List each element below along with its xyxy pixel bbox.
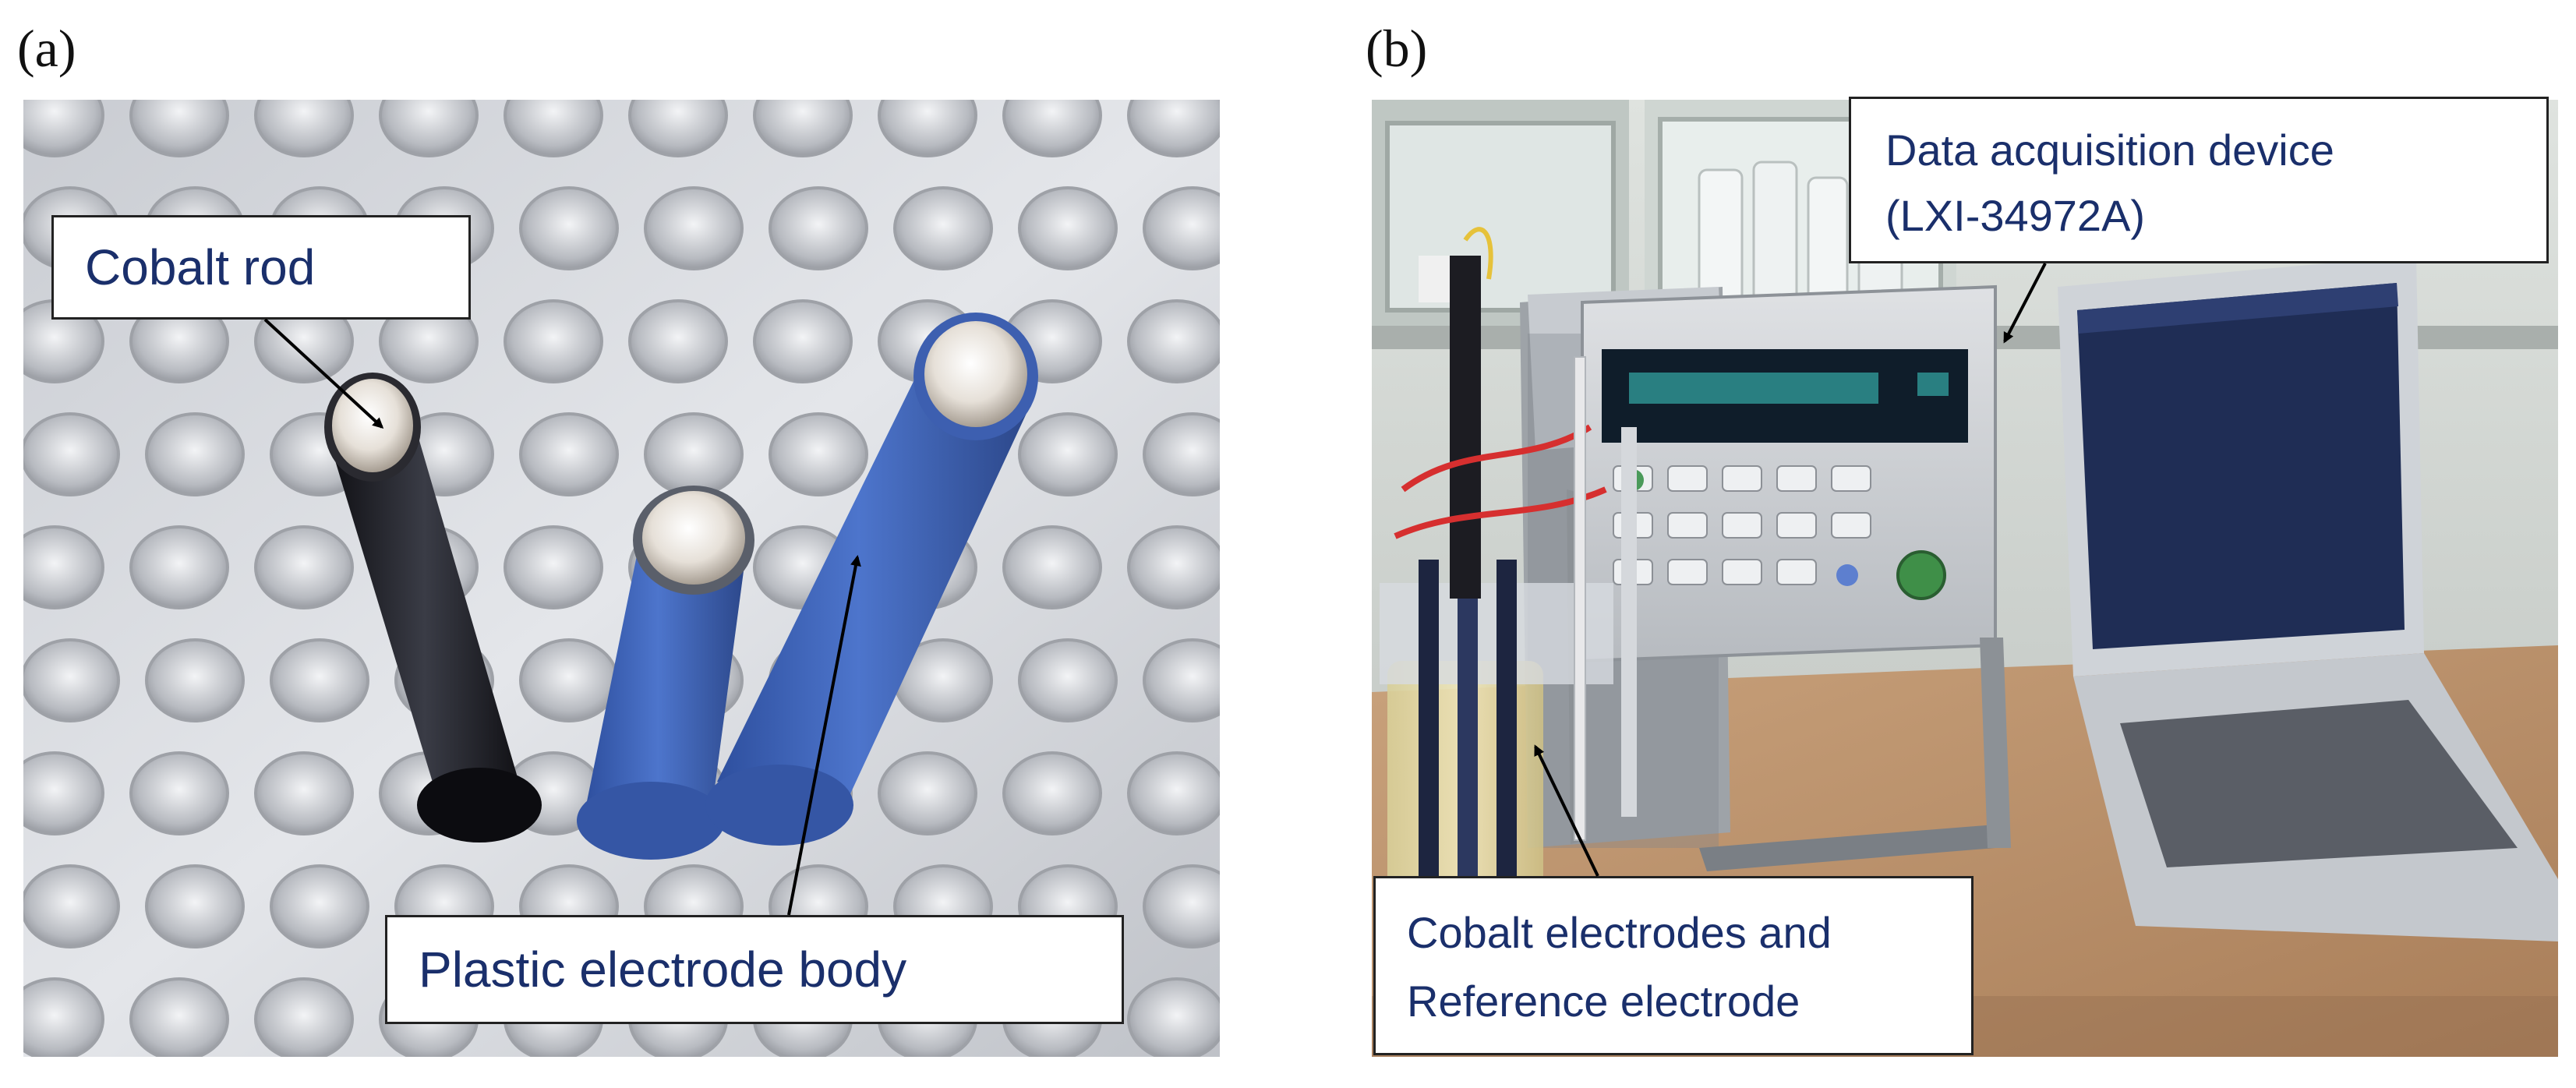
tray-well xyxy=(1143,186,1220,270)
short-blue-electrode xyxy=(577,486,754,860)
tray-well xyxy=(1127,751,1220,835)
daq-label-line2: (LXI-34972A) xyxy=(1885,191,2146,240)
tray-well xyxy=(1143,412,1220,496)
tray-well xyxy=(644,186,744,270)
electrodes-label: Cobalt electrodes and Reference electrod… xyxy=(1373,876,1974,1055)
electrode-body-label: Plastic electrode body xyxy=(385,915,1124,1024)
tray-well xyxy=(893,186,993,270)
cobalt-rod-label-text: Cobalt rod xyxy=(85,239,316,295)
tray-well xyxy=(753,299,853,383)
tray-well xyxy=(23,100,104,157)
tray-well xyxy=(769,186,868,270)
tray-well xyxy=(1143,638,1220,722)
electrodes-label-line1: Cobalt electrodes and xyxy=(1407,908,1832,957)
tray-well xyxy=(644,412,744,496)
tray-well xyxy=(519,412,619,496)
tray-well xyxy=(878,100,977,157)
tray-well xyxy=(23,864,120,948)
tray-well xyxy=(23,525,104,609)
panel-b-letter: (b) xyxy=(1366,19,1428,78)
daq-label: Data acquisition device (LXI-34972A) xyxy=(1849,97,2549,263)
tray-well xyxy=(519,638,619,722)
tray-well xyxy=(628,299,728,383)
tray-well xyxy=(23,751,104,835)
tray-well xyxy=(1002,525,1102,609)
tray-well xyxy=(1143,864,1220,948)
laptop xyxy=(2058,256,2558,941)
tray-well xyxy=(1127,299,1220,383)
tray-well xyxy=(1127,525,1220,609)
tray-well xyxy=(23,638,120,722)
tray-well xyxy=(504,299,603,383)
tray-well xyxy=(504,525,603,609)
tray-well xyxy=(1018,186,1118,270)
tray-well xyxy=(1018,412,1118,496)
tray-well xyxy=(145,864,245,948)
tray-well xyxy=(129,100,229,157)
tray-well xyxy=(628,100,728,157)
tray-well xyxy=(254,751,354,835)
tray-well xyxy=(878,751,977,835)
tray-well xyxy=(23,412,120,496)
tray-well xyxy=(270,864,369,948)
panel-a-letter: (a) xyxy=(17,19,76,78)
tray-well xyxy=(254,977,354,1057)
tray-well xyxy=(145,412,245,496)
tray-well xyxy=(129,977,229,1057)
tray-well xyxy=(23,977,104,1057)
tray-well xyxy=(519,186,619,270)
tray-well xyxy=(129,525,229,609)
electrode-body-label-text: Plastic electrode body xyxy=(419,941,907,998)
tray-well xyxy=(254,525,354,609)
tray-well xyxy=(129,751,229,835)
tray-well xyxy=(270,638,369,722)
tray-well xyxy=(379,100,479,157)
tray-well xyxy=(1002,100,1102,157)
tray-well xyxy=(504,100,603,157)
tray-well xyxy=(769,412,868,496)
tray-well xyxy=(753,100,853,157)
tray-well xyxy=(254,100,354,157)
daq-label-line1: Data acquisition device xyxy=(1885,125,2334,175)
tray-well xyxy=(1127,100,1220,157)
tray-well xyxy=(145,638,245,722)
electrodes-label-line2: Reference electrode xyxy=(1407,977,1800,1026)
tray-well xyxy=(1002,751,1102,835)
tray-well xyxy=(1018,638,1118,722)
cobalt-rod-label: Cobalt rod xyxy=(51,215,471,320)
tray-well xyxy=(1127,977,1220,1057)
